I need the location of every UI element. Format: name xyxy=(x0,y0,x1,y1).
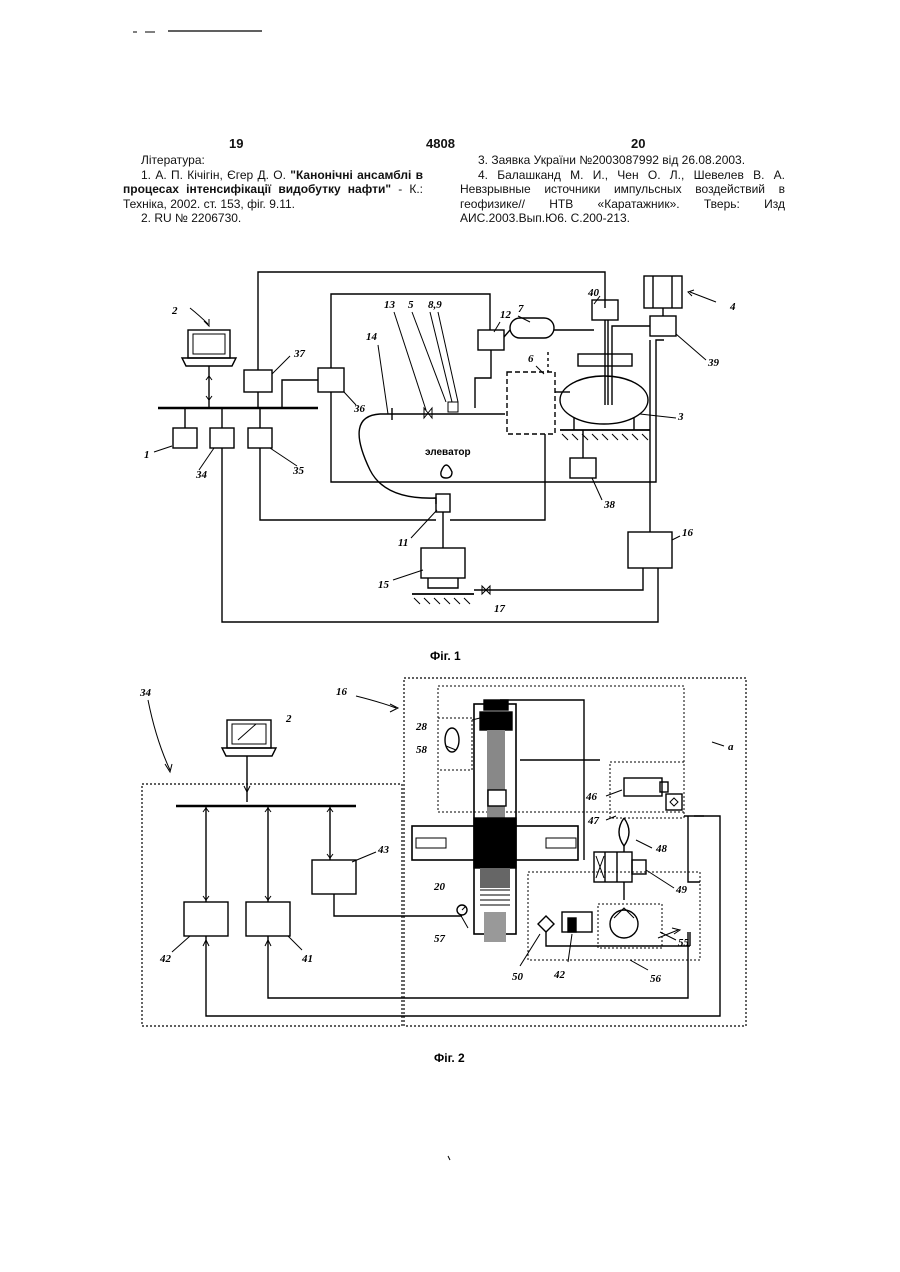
cylinder-7 xyxy=(510,318,554,338)
fig1-label-2: 2 xyxy=(171,305,178,317)
tank-3 xyxy=(560,376,648,424)
fig1-label-11: 11 xyxy=(398,537,408,549)
figure-2-caption: Фіг. 2 xyxy=(434,1051,465,1065)
fig2-label-49: 49 xyxy=(675,884,688,896)
motor-42 xyxy=(562,912,592,932)
fig1-label-7: 7 xyxy=(518,303,524,315)
dotted-block-34 xyxy=(142,784,402,1026)
hose-line xyxy=(359,414,436,504)
fig1-label-39: 39 xyxy=(707,357,720,369)
elevator-icon xyxy=(441,465,452,478)
fig1-label-4: 4 xyxy=(729,301,736,313)
machine-15 xyxy=(421,548,465,578)
fig2-label-55: 55 xyxy=(678,937,690,949)
block-37 xyxy=(244,370,272,392)
block-1 xyxy=(173,428,197,448)
block-38 xyxy=(570,458,596,478)
figure-1-caption: Фіг. 1 xyxy=(430,649,461,663)
block-35 xyxy=(248,428,272,448)
fig2-label-43: 43 xyxy=(377,844,390,856)
fig2-label-41: 41 xyxy=(301,953,313,965)
fig1-label-1: 1 xyxy=(144,449,150,461)
fig2-label-48: 48 xyxy=(655,843,668,855)
fig2-label-57: 57 xyxy=(434,933,446,945)
fig1-label-17: 17 xyxy=(494,603,506,615)
fig1-label-38: 38 xyxy=(603,499,616,511)
fig2-label-42: 42 xyxy=(553,969,566,981)
block-16 xyxy=(628,532,672,568)
fig1-label-15: 15 xyxy=(378,579,390,591)
block-39 xyxy=(650,316,676,336)
fig2-label-47: 47 xyxy=(587,815,600,827)
fig1-label-16: 16 xyxy=(682,527,694,539)
fig2-label-34: 34 xyxy=(139,687,152,699)
pipe-body-20 xyxy=(412,700,578,942)
block-43 xyxy=(312,860,356,894)
fig2-label-58: 58 xyxy=(416,744,428,756)
fig2-label-20: 20 xyxy=(433,881,446,893)
fig2-label-46: 46 xyxy=(585,791,598,803)
block-34 xyxy=(210,428,234,448)
fig1-label-14: 14 xyxy=(366,331,378,343)
device-4 xyxy=(644,276,682,308)
fig1-label-6: 6 xyxy=(528,353,534,365)
block-11 xyxy=(436,494,450,512)
fig2-label-2: 2 xyxy=(285,713,292,725)
fig2-label-a: a xyxy=(728,741,734,753)
valve-46 xyxy=(624,778,662,796)
figure-2: 34 2 16 28 58 a 46 47 48 20 49 43 57 55 … xyxy=(139,678,746,1065)
block-36 xyxy=(318,368,344,392)
fig1-label-36: 36 xyxy=(353,403,366,415)
fig1-label-5: 5 xyxy=(408,299,414,311)
elevator-label: элеватор xyxy=(425,447,471,458)
fig1-label-8-9: 8,9 xyxy=(428,299,442,311)
dashed-block-6 xyxy=(507,372,555,434)
fig2-label-42-left: 42 xyxy=(159,953,172,965)
fig1-label-13: 13 xyxy=(384,299,396,311)
fig1-label-3: 3 xyxy=(677,411,684,423)
scan-artifact xyxy=(133,31,262,32)
fig1-label-34: 34 xyxy=(195,469,208,481)
fig1-label-37: 37 xyxy=(293,348,306,360)
figure-1: 2 37 36 14 13 5 8,9 12 7 40 4 39 6 3 1 3… xyxy=(144,272,736,663)
pump-55 xyxy=(610,910,638,938)
block-12 xyxy=(478,330,504,350)
laptop-icon xyxy=(182,330,236,366)
fig2-label-56: 56 xyxy=(650,973,662,985)
fig1-label-12: 12 xyxy=(500,309,512,321)
scan-mark xyxy=(448,1156,450,1160)
fig1-label-35: 35 xyxy=(292,465,305,477)
fig2-label-16: 16 xyxy=(336,686,348,698)
fig1-label-40: 40 xyxy=(587,287,600,299)
block-41 xyxy=(246,902,290,936)
fig2-label-50: 50 xyxy=(512,971,524,983)
fig2-label-28: 28 xyxy=(415,721,428,733)
laptop-icon-fig2 xyxy=(222,720,276,756)
block-42 xyxy=(184,902,228,936)
